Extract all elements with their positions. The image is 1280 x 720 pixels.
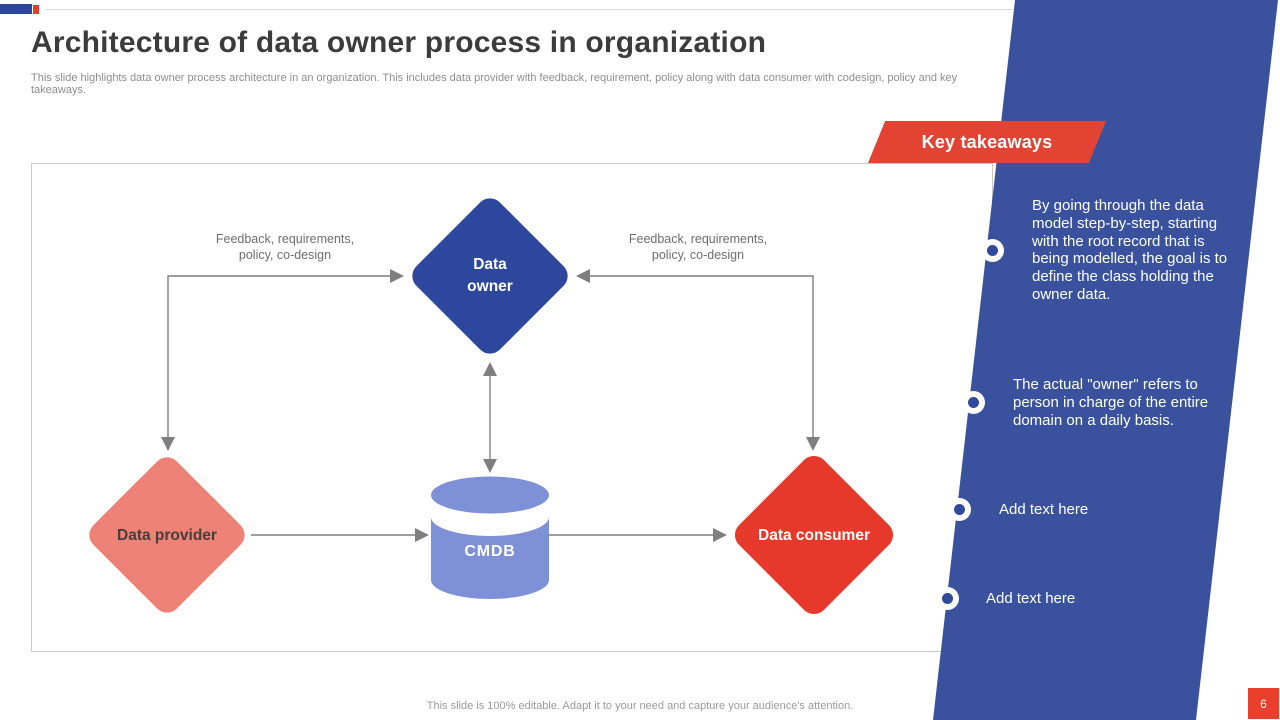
takeaway-item-placeholder: Add text here [999, 501, 1089, 518]
cmdb-cylinder-body [431, 517, 549, 599]
takeaway-item: By going through the data model step-by-… [1032, 197, 1228, 303]
data-consumer-label: Data consumer [758, 527, 870, 544]
bullet-dot-icon [962, 391, 985, 414]
takeaway-item-placeholder: Add text here [986, 590, 1076, 607]
key-takeaways-title: Key takeaways [921, 131, 1053, 152]
editable-note: This slide is 100% editable. Adapt it to… [426, 700, 854, 712]
arrowhead-into-owner-bottom [483, 362, 497, 376]
page-number: 6 [1260, 696, 1267, 711]
header-accent-square [33, 5, 39, 14]
header-accent-bar [0, 4, 32, 14]
connector-consumer-owner [590, 275, 814, 437]
arrowhead-into-owner-right [576, 269, 590, 283]
takeaway-item: The actual "owner" refers to person in c… [1013, 376, 1209, 429]
arrowhead-into-owner-left [390, 269, 404, 283]
edge-label-consumer-owner: Feedback, requirements, policy, co-desig… [628, 232, 768, 262]
arrowhead-into-consumer-left [713, 528, 727, 542]
cmdb-label: CMDB [464, 543, 516, 560]
arrowhead-into-cmdb-left [415, 528, 429, 542]
cmdb-cylinder-lid [431, 476, 549, 514]
page-subtitle: This slide highlights data owner process… [31, 72, 958, 96]
arrowhead-into-consumer-top [806, 437, 820, 451]
bullet-dot-icon [936, 587, 959, 610]
page-number-badge: 6 [1248, 688, 1279, 719]
data-provider-label: Data provider [117, 527, 217, 544]
connector-provider-owner [167, 275, 390, 437]
arrowhead-into-cmdb-top [483, 459, 497, 473]
arrowhead-into-provider-top [161, 437, 175, 451]
bullet-dot-icon [981, 239, 1004, 262]
bullet-dot-icon [948, 498, 971, 521]
edge-label-provider-owner: Feedback, requirements, policy, co-desig… [215, 232, 355, 262]
header-rule [45, 9, 1013, 10]
data-owner-label: Data owner [467, 256, 513, 295]
key-takeaways-banner: Key takeaways [868, 121, 1106, 163]
page-title: Architecture of data owner process in or… [31, 26, 767, 59]
